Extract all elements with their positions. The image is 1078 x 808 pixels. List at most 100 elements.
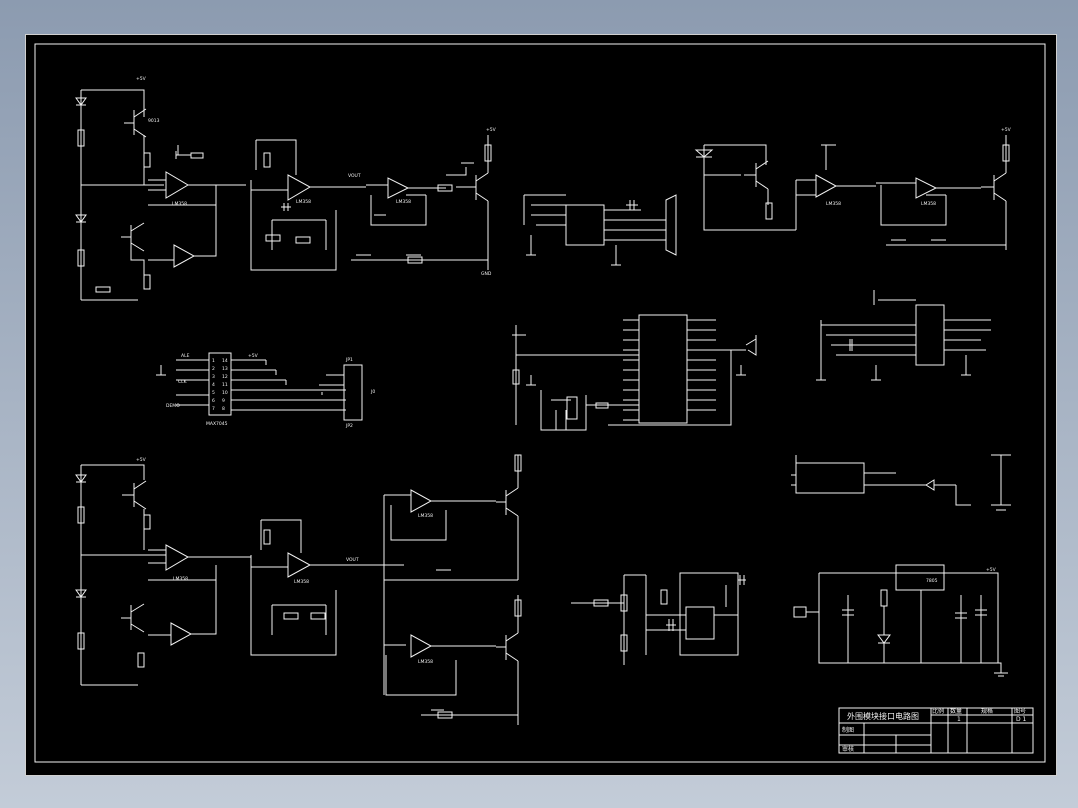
row-reviewed: 审核: [842, 745, 854, 753]
header-quantity: 数量: [950, 707, 962, 715]
ic-connector: [208, 352, 232, 416]
pin-7: 7: [212, 406, 215, 412]
circuit-right-middle: [791, 290, 1011, 511]
resistor-r26: [593, 599, 609, 607]
pin-2: 2: [212, 366, 215, 372]
connector-pins-right: 14 13 12 11 10 9 8: [222, 358, 228, 412]
jumper-jp1: [343, 364, 363, 421]
circuit-top-left: +5V 9013 LM358 LM358 LM358 VOUT +5V GND: [75, 76, 497, 301]
opamp-u1: [165, 171, 189, 199]
ic-right-1: [915, 304, 945, 366]
opamp-u3: [287, 174, 312, 201]
resistor-r6: [263, 152, 271, 168]
opamp-u2: [173, 244, 196, 268]
resistor-r3: [143, 152, 151, 168]
label-reset: DEMO: [166, 403, 180, 409]
pin-8: 8: [222, 406, 225, 412]
opamp-u9: [287, 552, 312, 578]
drawing-title: 外围模块接口电路图: [847, 711, 919, 721]
schematic-canvas: +5V 9013 LM358 LM358 LM358 VOUT +5V GND …: [34, 43, 1046, 763]
circuit-bottom-middle: [571, 572, 746, 665]
circuit-top-right: LM358 LM358 +5V: [694, 127, 1012, 250]
transistor-q7: [121, 603, 145, 633]
label-jp1: JP1: [345, 357, 353, 363]
resistor-r15: [77, 632, 85, 650]
resistor-r17: [137, 652, 145, 668]
drawing-sheet: +5V 9013 LM358 LM358 LM358 VOUT +5V GND …: [25, 34, 1057, 776]
ic-555: [685, 606, 715, 640]
svg-text:VOUT: VOUT: [346, 557, 359, 563]
resistor-r28: [880, 589, 888, 607]
pin-6: 6: [212, 398, 215, 404]
transistor-q6: [122, 480, 147, 510]
svg-text:LM358: LM358: [396, 199, 411, 205]
mcu-block: [512, 314, 757, 431]
opamp-u6: [915, 177, 938, 199]
resistor-reset: [512, 369, 520, 385]
row-drawn: 制图: [842, 726, 854, 734]
svg-text:LM358: LM358: [418, 513, 433, 519]
pin-13: 13: [222, 366, 228, 372]
resistor-r19: [283, 612, 299, 620]
opamp-u7: [165, 544, 190, 571]
resistor-r16: [143, 514, 151, 530]
label-vcc: +5V: [248, 353, 259, 359]
scale-value: 1: [957, 716, 961, 723]
svg-text:GND: GND: [481, 271, 492, 277]
db9-connector: [665, 194, 677, 256]
transistor-q2: [121, 222, 145, 252]
resistor-r24: [620, 594, 628, 612]
header-spec: 规格: [981, 707, 993, 715]
pin-10: 10: [222, 390, 228, 396]
transistor-q4: [744, 160, 769, 205]
opamp-u11: [410, 634, 433, 658]
header-drawing-no: 图号: [1014, 708, 1026, 715]
pin-11: 11: [222, 382, 228, 388]
svg-text:9013: 9013: [148, 118, 160, 124]
resistor-r10: [484, 144, 492, 162]
label-ale: ALE: [181, 353, 190, 359]
transistor-q3: [456, 135, 489, 270]
svg-text:LM358: LM358: [418, 659, 433, 665]
resistor-r25: [620, 634, 628, 652]
transistor-q8: [496, 455, 519, 580]
svg-text:LM358: LM358: [826, 201, 841, 207]
circuit-bottom-left: +5V LM358 LM358 LM358 LM358 VOUT: [75, 454, 522, 725]
resistor-r27: [660, 589, 668, 605]
resistor-r13: [1002, 144, 1010, 162]
svg-text:+5V: +5V: [136, 457, 147, 463]
resistor-r5: [95, 286, 111, 293]
svg-text:LM358: LM358: [294, 579, 309, 585]
resistor-r14: [77, 506, 85, 524]
connector-block: 1 2 3 4 5 6 7 14 13 12 11 10 9 8 ALE CLK…: [156, 352, 375, 429]
ic-bottom-middle-frame: [679, 572, 739, 656]
diode-d2: [75, 214, 87, 223]
resistor-r4: [143, 274, 151, 290]
resistor-r2: [77, 249, 85, 267]
label-j0: J0: [370, 389, 375, 395]
resistor-r21: [514, 454, 522, 472]
pin-3: 3: [212, 374, 215, 380]
label-clk: CLK: [178, 379, 188, 385]
resistor-r18: [263, 529, 271, 545]
svg-text:+5V: +5V: [986, 567, 997, 573]
mcu-chip: [638, 314, 688, 424]
pin-12: 12: [222, 374, 228, 380]
circuit-power-supply: 7805 +5V: [793, 564, 1008, 677]
svg-text:LM358: LM358: [172, 201, 187, 207]
svg-text:VOUT: VOUT: [348, 173, 361, 179]
transistor-q1: [124, 108, 147, 138]
pin-5: 5: [212, 390, 215, 396]
svg-text:+5V: +5V: [486, 127, 497, 133]
resistor-r8: [295, 236, 311, 244]
ic-right-2: [795, 462, 865, 494]
header-scale: 比例: [932, 707, 944, 715]
resistor-r9: [437, 184, 453, 192]
resistor-r12: [765, 202, 773, 220]
resistor-r20: [310, 612, 326, 620]
ic-serial: [565, 204, 605, 246]
transistor-q5: [981, 135, 1007, 250]
svg-text:7805: 7805: [926, 578, 938, 584]
title-block: 外围模块接口电路图 比例 数量 规格 图号 1 D 1 制图 审核: [838, 707, 1034, 754]
opamp-u4: [387, 177, 410, 199]
